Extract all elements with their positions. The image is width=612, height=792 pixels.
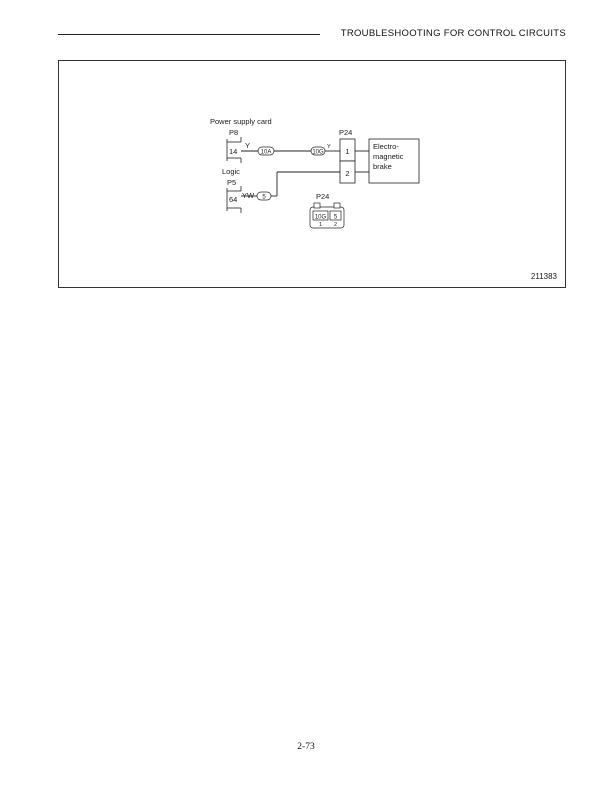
figure-id: 211383 (531, 272, 558, 281)
p8-wire-color: Y (245, 141, 250, 150)
logic-label: Logic (222, 167, 240, 176)
p24-detail-name: P24 (316, 192, 329, 201)
splice-10a-label: 10A (261, 149, 272, 155)
splice-10g-label: 10G (312, 149, 324, 155)
page-header-title: TROUBLESHOOTING FOR CONTROL CIRCUITS (340, 28, 566, 39)
wire-yw-p5-to-p24 (241, 171, 340, 197)
p24-detail-cell-2: 5 (334, 214, 338, 220)
page-number: 2-73 (297, 742, 315, 752)
splice-10a: 10A (257, 146, 275, 156)
p24-detail-pin-2: 2 (334, 222, 337, 228)
splice-5: 5 (256, 191, 272, 201)
brake-label-line-3: brake (373, 162, 392, 171)
brake-label-line-1: Electro- (373, 142, 399, 151)
p24-wire-color: Y (327, 144, 331, 150)
p8-connector-symbol (226, 137, 242, 163)
p5-connector-name: P5 (227, 178, 236, 187)
p24-pin-1: 1 (345, 147, 349, 156)
p5-pin-number: 64 (229, 195, 237, 204)
p8-connector-name: P8 (229, 128, 238, 137)
header-rule (58, 34, 320, 35)
power-supply-card-label: Power supply card (210, 117, 272, 126)
p5-connector-symbol (226, 186, 242, 213)
wiring-diagram-figure: Power supply card P8 14 Y 10A 10G Y P24 (58, 60, 566, 288)
brake-label-line-2: magnetic (373, 152, 404, 161)
splice-10g: 10G (310, 146, 326, 156)
p24-detail-connector (309, 202, 345, 229)
p8-pin-number: 14 (229, 147, 237, 156)
p5-wire-color: YW (242, 191, 255, 200)
p24-detail-pin-1: 1 (319, 222, 322, 228)
electromagnetic-brake-box (368, 138, 420, 184)
brake-wires (355, 150, 369, 173)
splice-5-label: 5 (262, 194, 266, 200)
p24-pin-2: 2 (345, 169, 349, 178)
p24-connector-name: P24 (339, 128, 352, 137)
p24-connector-block (339, 138, 356, 184)
wiring-diagram: Power supply card P8 14 Y 10A 10G Y P24 (210, 117, 558, 281)
p24-detail-cell-1: 10G (315, 214, 327, 220)
